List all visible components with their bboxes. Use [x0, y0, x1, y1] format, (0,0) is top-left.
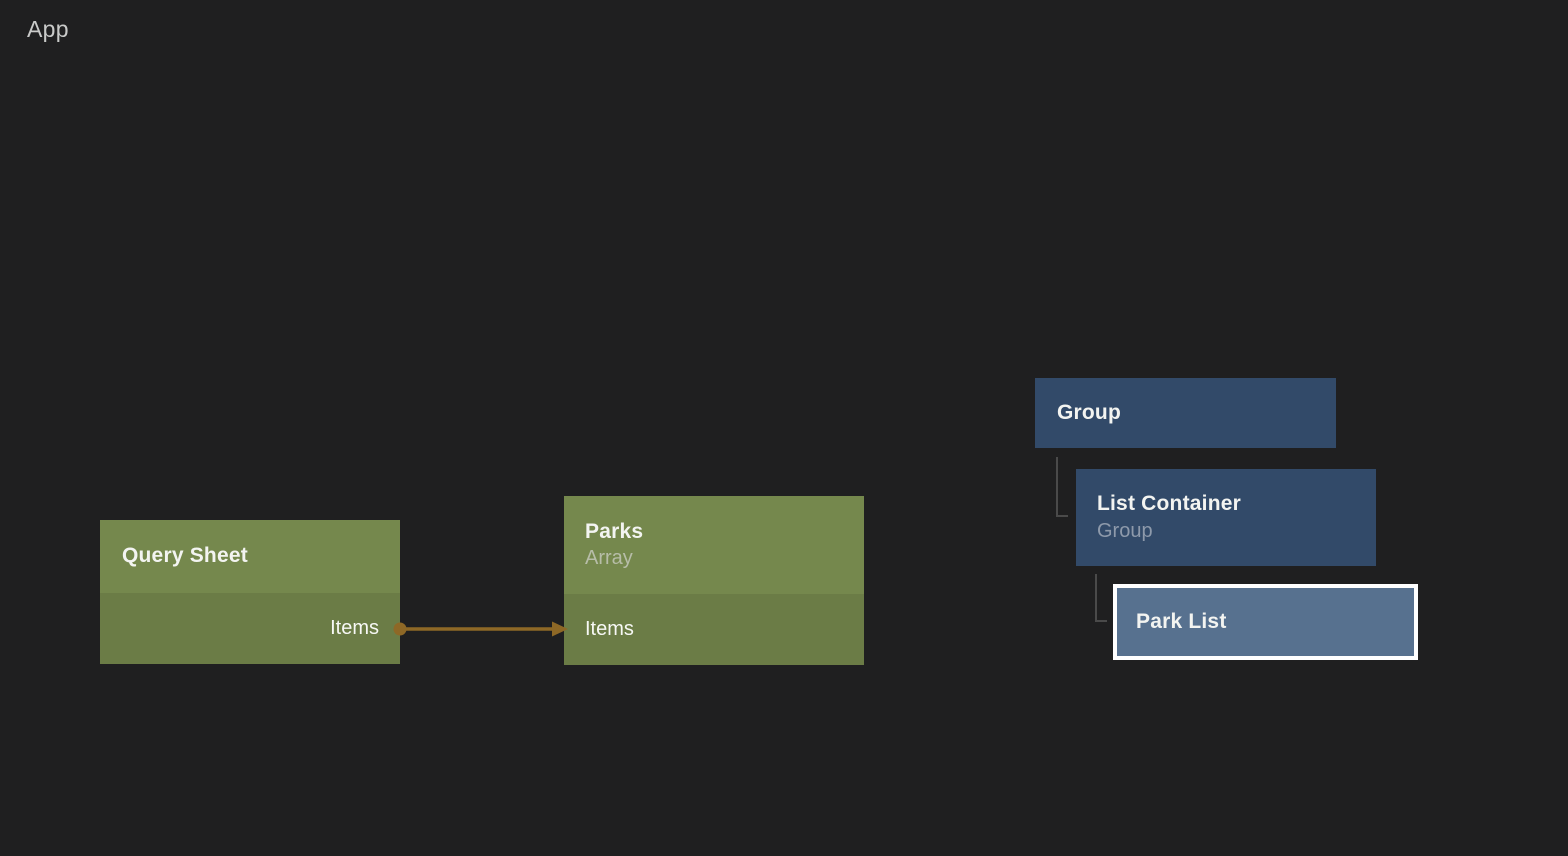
node-query-sheet-header[interactable]: Query Sheet [100, 520, 400, 593]
output-port-label: Items [330, 617, 379, 639]
node-title: Group [1057, 400, 1121, 424]
connection-query-sheet-to-parks[interactable] [390, 618, 575, 642]
port-row-items[interactable]: Items [564, 594, 864, 665]
port-row-items[interactable]: Items [100, 593, 400, 664]
connection-arrowhead-icon [552, 621, 568, 637]
node-subtitle: Array [585, 547, 633, 570]
node-group[interactable]: Group [1035, 378, 1336, 448]
node-park-list-selected[interactable]: Park List [1113, 584, 1418, 660]
node-subtitle: Group [1097, 519, 1153, 542]
tree-connector-group-to-list-container [1056, 457, 1068, 517]
node-parks[interactable]: Parks Array Items [564, 496, 864, 665]
node-title: Park List [1136, 609, 1227, 633]
node-title: Query Sheet [122, 544, 248, 568]
tree-connector-list-container-to-park-list [1095, 574, 1107, 622]
node-title: Parks [585, 519, 644, 543]
breadcrumb-app: App [27, 16, 69, 42]
node-title: List Container [1097, 492, 1241, 516]
node-query-sheet[interactable]: Query Sheet Items [100, 520, 400, 664]
node-parks-header[interactable]: Parks Array [564, 496, 864, 594]
node-list-container[interactable]: List Container Group [1076, 469, 1376, 566]
input-port-label: Items [585, 618, 634, 640]
